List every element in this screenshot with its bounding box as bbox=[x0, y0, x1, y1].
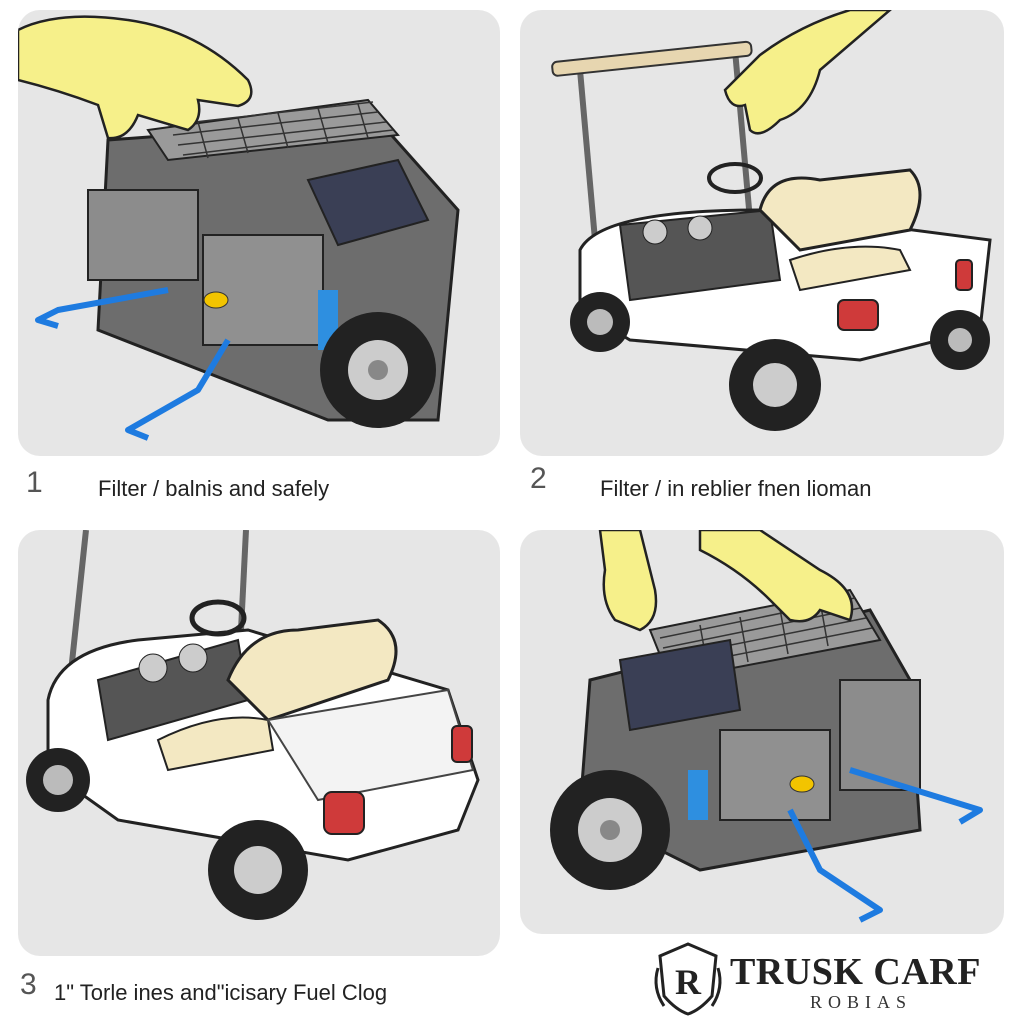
step-4-illustration bbox=[520, 530, 1004, 934]
crest-icon: R bbox=[654, 942, 722, 1016]
brand-logo: R TRUSK CARF ROBIAS bbox=[650, 938, 1020, 1018]
hand-icon bbox=[598, 530, 854, 632]
step-2-illustration bbox=[520, 10, 1004, 456]
brand-name: TRUSK CARF bbox=[730, 951, 981, 993]
flow-arrow-icon bbox=[787, 767, 983, 923]
golf-cart-icon bbox=[551, 40, 992, 431]
engine-module-icon bbox=[87, 98, 460, 428]
step-caption: 1" Torle ines and"icisary Fuel Clog bbox=[54, 980, 388, 1005]
step-caption: Filter / balnis and safely bbox=[98, 476, 330, 501]
engine-module-icon bbox=[550, 588, 922, 890]
crest-letter: R bbox=[675, 962, 702, 1002]
step-number: 2 bbox=[530, 462, 547, 495]
brand-subtitle: ROBIAS bbox=[810, 992, 913, 1012]
golf-cart-icon bbox=[26, 530, 480, 920]
step-number: 1 bbox=[26, 466, 43, 499]
step-3-illustration bbox=[18, 530, 500, 956]
flow-arrow-icon bbox=[35, 287, 231, 441]
step-number: 3 bbox=[20, 968, 37, 1001]
step-caption: Filter / in reblier fnen lioman bbox=[600, 476, 872, 501]
hand-icon bbox=[723, 10, 892, 135]
hand-icon bbox=[18, 15, 253, 140]
step-1-illustration bbox=[18, 10, 500, 456]
